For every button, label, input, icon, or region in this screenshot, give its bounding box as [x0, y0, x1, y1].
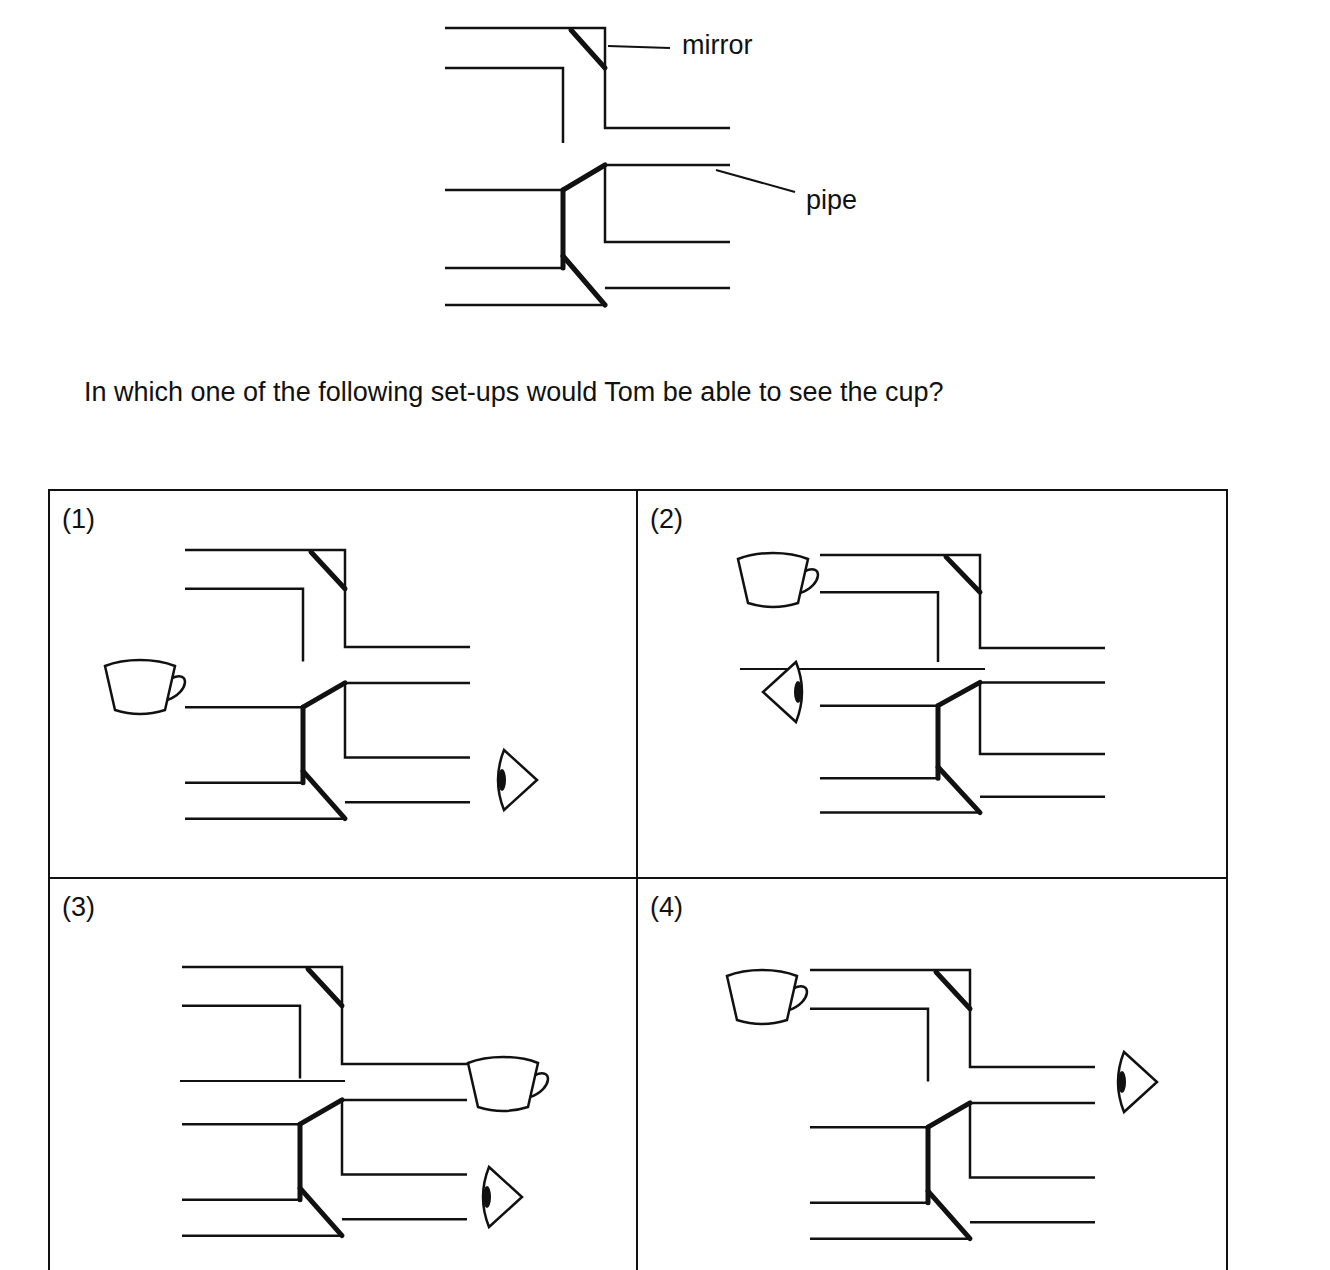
pipe-wall: [185, 782, 303, 785]
mirror-line: [311, 552, 345, 589]
mirror-line: [300, 1188, 342, 1236]
periscope-drawing: [445, 28, 730, 305]
eye-icon: [763, 662, 802, 722]
pipe-wall: [345, 801, 470, 804]
pipe-wall: [605, 287, 730, 290]
pipe-wall: [342, 1218, 467, 1221]
pipe-wall: [970, 1102, 1095, 1105]
question-text: In which one of the following set-ups wo…: [84, 377, 944, 408]
cup-body: [105, 660, 175, 714]
pipe-wall: [445, 68, 563, 143]
pipe-wall: [980, 682, 1105, 754]
cup-body: [738, 553, 808, 607]
cup-icon: [727, 970, 807, 1024]
eye-icon: [498, 750, 537, 810]
pipe-wall: [445, 267, 563, 270]
option-number: (4): [650, 893, 683, 923]
eye-pupil: [1118, 1071, 1126, 1093]
pipe-wall: [185, 817, 345, 820]
pipe-wall: [810, 1237, 970, 1240]
pipe-wall: [345, 682, 470, 685]
option-number: (3): [62, 893, 95, 923]
pipe-wall: [185, 589, 303, 662]
pipe-wall: [345, 683, 470, 758]
periscope-drawing: [820, 555, 1105, 813]
eye-pupil: [483, 1186, 491, 1208]
pipe-wall: [820, 777, 938, 780]
pipe-wall: [445, 304, 605, 307]
pipe-wall: [445, 189, 563, 192]
mirror-line: [300, 1100, 342, 1124]
eye-pupil: [498, 769, 506, 791]
pipe-wall: [820, 555, 1105, 648]
periscope-drawing: [810, 970, 1095, 1239]
option-number: (1): [62, 505, 95, 535]
mirror-line: [936, 972, 970, 1009]
cup-body: [468, 1057, 538, 1111]
pipe-wall: [180, 1080, 345, 1082]
eye-outline: [763, 662, 802, 722]
cup-handle: [789, 986, 807, 1010]
eye-outline: [483, 1167, 522, 1227]
cup-icon: [105, 660, 185, 714]
pipe-wall: [970, 1103, 1095, 1178]
pipe-wall: [605, 164, 730, 167]
option-panel: (1): [48, 489, 638, 879]
pipe-wall: [182, 1123, 300, 1126]
pipe-wall: [980, 796, 1105, 799]
pipe-wall: [182, 967, 467, 1064]
pipe-wall: [182, 1006, 300, 1079]
mirror-line: [303, 683, 345, 707]
periscope-drawing: [185, 550, 470, 819]
mirror-line: [303, 771, 345, 819]
pipe-wall: [185, 706, 303, 709]
eye-icon: [483, 1167, 522, 1227]
pipe-wall: [970, 1221, 1095, 1224]
mirror-line: [563, 165, 605, 190]
mirror-line: [946, 557, 980, 592]
part-label: mirror: [682, 30, 752, 61]
option-panel: (3): [48, 877, 638, 1270]
option-panel: (4): [636, 877, 1228, 1270]
mirror-line: [563, 256, 605, 305]
pipe-wall: [820, 592, 938, 662]
pipe-wall: [820, 811, 980, 814]
pipe-wall: [342, 1099, 467, 1102]
pipe-wall: [182, 1234, 342, 1237]
eye-pupil: [794, 681, 802, 703]
pipe-wall: [810, 1009, 928, 1082]
mirror-line: [928, 1103, 970, 1127]
leader-line: [716, 170, 795, 192]
eye-outline: [1118, 1052, 1157, 1112]
pipe-wall: [820, 704, 938, 707]
pipe-wall: [182, 1199, 300, 1202]
pipe-wall: [342, 1100, 467, 1175]
cup-handle: [530, 1073, 548, 1097]
eye-outline: [498, 750, 537, 810]
cup-icon: [468, 1057, 548, 1111]
mirror-line: [571, 30, 605, 68]
pipe-wall: [980, 681, 1105, 684]
pipe-wall: [810, 1126, 928, 1129]
cup-handle: [800, 569, 818, 593]
pipe-wall: [810, 1202, 928, 1205]
pipe-wall: [740, 668, 985, 670]
cup-body: [727, 970, 797, 1024]
periscope-drawing: [182, 967, 467, 1236]
option-number: (2): [650, 505, 683, 535]
option-panel: (2): [636, 489, 1228, 879]
pipe-wall: [810, 970, 1095, 1067]
mirror-line: [308, 969, 342, 1006]
cup-icon: [738, 553, 818, 607]
part-label: pipe: [806, 185, 857, 216]
mirror-line: [928, 1191, 970, 1239]
mirror-line: [938, 767, 980, 813]
mirror-line: [938, 682, 980, 705]
cup-handle: [167, 676, 185, 700]
eye-icon: [1118, 1052, 1157, 1112]
leader-line: [608, 46, 670, 48]
pipe-wall: [605, 165, 730, 242]
pipe-wall: [185, 550, 470, 647]
